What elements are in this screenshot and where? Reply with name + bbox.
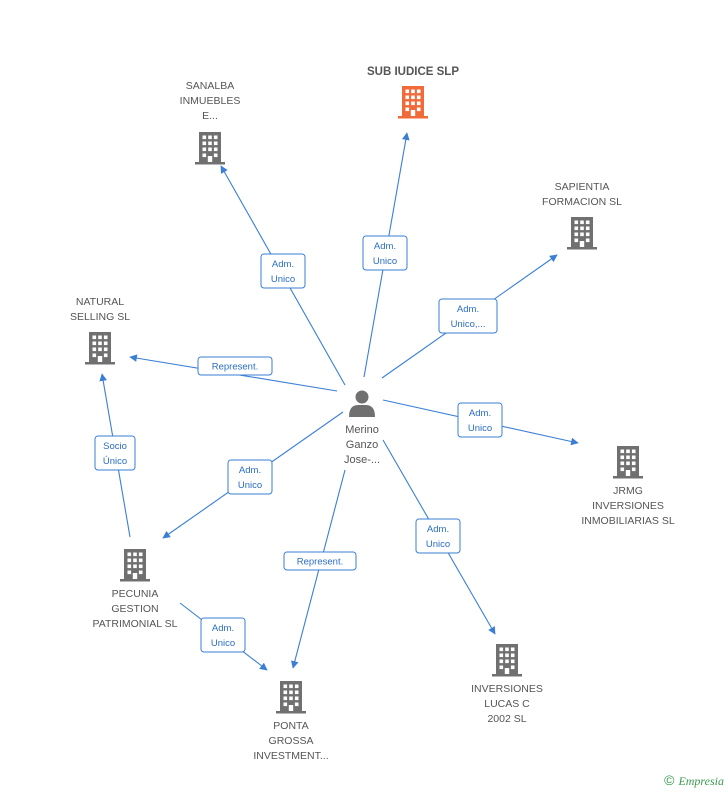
edge-label-text: Único [103,456,127,467]
edge-label-text: Adm. [239,465,261,476]
footer-brand: ©Empresia [664,772,724,789]
edge-label-text: Adm. [427,524,449,535]
company-node-ponta-grossa[interactable]: PONTA GROSSA INVESTMENT... [253,681,329,762]
edge-label-text: Adm. [212,623,234,634]
company-node-inversiones-lucas[interactable]: INVERSIONES LUCAS C 2002 SL [471,644,543,725]
edge-label-text: Unico [426,539,450,550]
company-node-jrmg[interactable]: JRMG INVERSIONES INMOBILIARIAS SL [581,446,675,527]
company-label: INMOBILIARIAS SL [581,515,675,527]
edge-person-to-pecunia: Adm. Unico [162,411,344,539]
copyright-icon: © [664,772,675,788]
edge-label-box[interactable] [227,459,273,495]
company-label: INVESTMENT... [253,750,328,762]
edge-label-box[interactable] [438,298,498,334]
company-node-sapientia[interactable]: SAPIENTIA FORMACION SL [542,181,622,250]
person-node[interactable]: MerinoGanzoJose-... [344,390,380,467]
edge-label-text: Unico,... [451,319,486,330]
company-label: SELLING SL [70,311,130,323]
company-label: NATURAL [76,296,124,308]
edge-pecunia-to-ponta-grossa: Adm. Unico [179,602,268,671]
edge-label-box[interactable] [283,551,357,571]
company-node-pecunia[interactable]: PECUNIA GESTION PATRIMONIAL SL [93,549,178,630]
edge-label-box[interactable] [362,235,408,271]
edge-person-to-natural-selling: Represent. [129,354,338,392]
edge-label-text: Unico [373,256,397,267]
building-icon [492,644,522,677]
company-label: SUB IUDICE SLP [367,66,459,78]
edge-label-box[interactable] [94,435,136,471]
company-label: INVERSIONES [592,500,664,512]
edge-label-box[interactable] [457,402,503,438]
edge-label-box[interactable] [197,356,273,376]
company-label: E... [202,110,218,122]
edge-person-to-sapientia: Adm. Unico,... [381,254,558,379]
building-icon [613,446,643,479]
company-label: PECUNIA [112,588,159,600]
edge-label-box[interactable] [200,617,246,653]
person-label: Jose-... [344,454,380,466]
edges-layer: Adm.UnicoAdm.UnicoAdm.Unico,...Represent… [94,132,579,671]
edge-label-text: Unico [271,274,295,285]
building-icon [85,332,115,365]
person-icon [349,390,375,417]
edge-label-text: Adm. [457,304,479,315]
brand-logo: Empresia [678,774,724,788]
edge-label-box[interactable] [260,253,306,289]
edge-label-text: Unico [211,638,235,649]
building-icon [276,681,306,714]
company-label: FORMACION SL [542,196,622,208]
building-icon [398,86,428,119]
company-label: SAPIENTIA [555,181,610,193]
person-label: Ganzo [346,439,378,451]
edge-label-text: Adm. [374,241,396,252]
company-node-sanalba[interactable]: SANALBA INMUEBLES E... [180,80,241,165]
company-label: INVERSIONES [471,683,543,695]
building-icon [567,217,597,250]
person-label: Merino [345,424,379,436]
company-label: SANALBA [186,80,234,92]
building-icon [195,132,225,165]
edge-label-text: Adm. [272,259,294,270]
company-label: INMUEBLES [180,95,241,107]
company-label: PATRIMONIAL SL [93,618,178,630]
edge-label-box[interactable] [415,518,461,554]
company-label: GESTION [111,603,158,615]
edge-person-to-sanalba: Adm. Unico [220,165,346,386]
edge-label-text: Adm. [469,408,491,419]
edge-person-to-ponta-grossa: Represent. [283,469,357,669]
edge-person-to-jrmg: Adm. Unico [382,399,579,446]
company-node-sub-iudice[interactable]: SUB IUDICE SLP [367,66,459,119]
building-icon [120,549,150,582]
company-node-natural-selling[interactable]: NATURAL SELLING SL [70,296,130,365]
company-label: LUCAS C [484,698,530,710]
edge-person-to-inversiones-lucas: Adm. Unico [382,439,496,635]
company-label: GROSSA [269,735,314,747]
company-label: 2002 SL [487,713,526,725]
edge-label-text: Represent. [212,362,258,373]
company-label: JRMG [613,485,643,497]
edge-label-text: Unico [238,480,262,491]
edge-label-text: Socio [103,441,127,452]
edge-label-text: Represent. [297,557,343,568]
company-label: PONTA [273,720,308,732]
edge-person-to-sub-iudice: Adm. Unico [362,132,410,378]
edge-label-text: Unico [468,423,492,434]
